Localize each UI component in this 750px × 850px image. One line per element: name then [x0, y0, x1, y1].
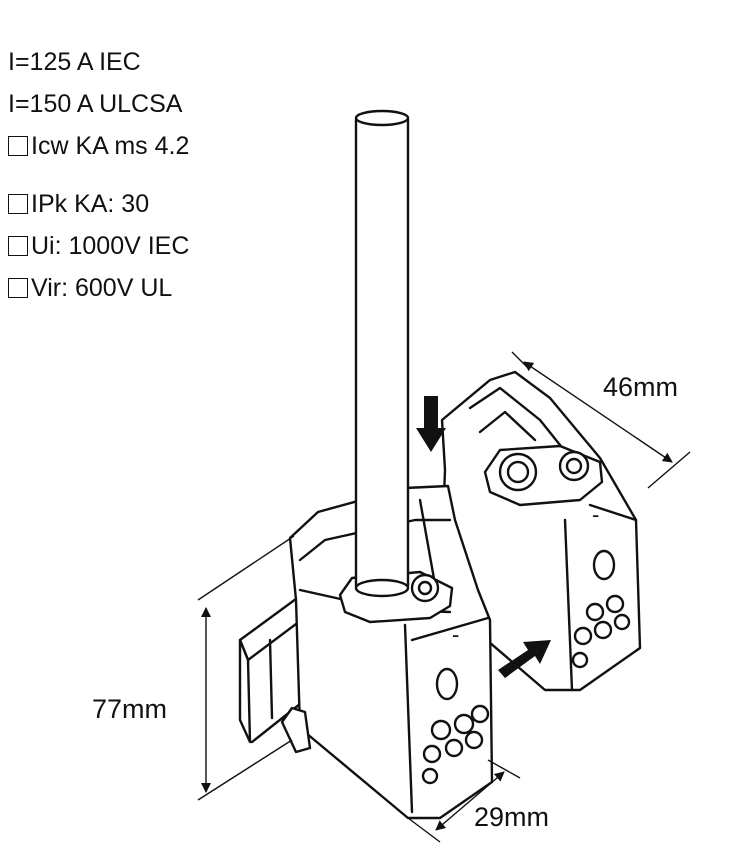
dimension-lines — [197, 351, 691, 843]
checkbox-icon — [8, 236, 28, 256]
cable — [354, 109, 410, 598]
checkbox-icon — [8, 194, 28, 214]
arrow-down-icon — [416, 396, 446, 452]
dimension-depth-label: 46mm — [603, 372, 679, 402]
spec-current-ulcsa: I=150 A ULCSA — [8, 90, 183, 118]
checkbox-icon — [8, 136, 28, 156]
arrow-diagonal-icon — [498, 640, 551, 678]
dimension-width-label: 29mm — [474, 802, 550, 832]
polarity-mark-front: - — [452, 622, 459, 647]
spec-ui: Ui: 1000V IEC — [8, 232, 189, 261]
spec-vir: Vir: 600V UL — [8, 274, 172, 303]
dimension-height-label: 77mm — [92, 694, 168, 724]
spec-current-iec: I=125 A IEC — [8, 48, 141, 76]
spec-ipk: IPk KA: 30 — [8, 190, 149, 219]
polarity-mark-rear: - — [592, 502, 599, 527]
checkbox-icon — [8, 278, 28, 298]
spec-icw: Icw KA ms 4.2 — [8, 132, 189, 161]
